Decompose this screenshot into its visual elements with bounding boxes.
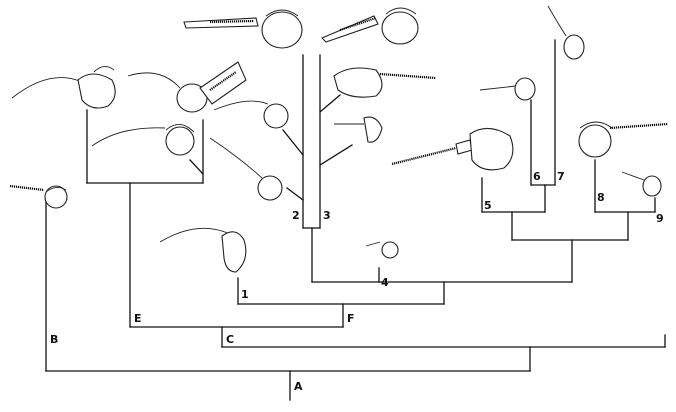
organism-2-drawing bbox=[210, 101, 288, 200]
label-taxon-7: 7 bbox=[557, 170, 565, 183]
label-c: C bbox=[226, 333, 234, 346]
organism-b-drawing bbox=[10, 186, 67, 208]
organism-6-drawing bbox=[480, 78, 535, 100]
twig-r1 bbox=[320, 95, 340, 112]
label-taxon-3: 3 bbox=[323, 209, 331, 222]
label-b: B bbox=[50, 333, 58, 346]
label-f: F bbox=[347, 312, 355, 325]
organism-8-drawing bbox=[579, 122, 668, 157]
node-labels: A B C E F bbox=[50, 312, 355, 393]
label-a: A bbox=[294, 380, 303, 393]
organism-1-drawing bbox=[160, 228, 246, 272]
organism-3-drawing bbox=[334, 68, 436, 142]
label-taxon-5: 5 bbox=[484, 199, 492, 212]
organism-5-drawing bbox=[392, 128, 513, 169]
organism-7-drawing bbox=[548, 6, 584, 59]
organism-9-drawing bbox=[622, 172, 661, 196]
label-taxon-9: 9 bbox=[656, 212, 664, 225]
label-taxon-8: 8 bbox=[597, 191, 605, 204]
label-taxon-4: 4 bbox=[381, 276, 389, 289]
label-e: E bbox=[134, 312, 142, 325]
branch-e-leaf bbox=[190, 160, 203, 174]
twig-r2 bbox=[320, 145, 352, 165]
organism-illustrations bbox=[10, 6, 668, 272]
label-taxon-6: 6 bbox=[533, 170, 541, 183]
organism-top-left-drawing bbox=[184, 10, 302, 48]
organism-top-right-drawing bbox=[322, 8, 418, 44]
twig-l2 bbox=[287, 188, 303, 200]
organism-e-right-drawing bbox=[92, 124, 194, 155]
organism-e-left-drawing bbox=[12, 66, 115, 108]
label-taxon-1: 1 bbox=[241, 288, 249, 301]
twig-l1 bbox=[283, 130, 303, 155]
organism-4-drawing bbox=[366, 242, 398, 258]
label-taxon-2: 2 bbox=[292, 209, 300, 222]
